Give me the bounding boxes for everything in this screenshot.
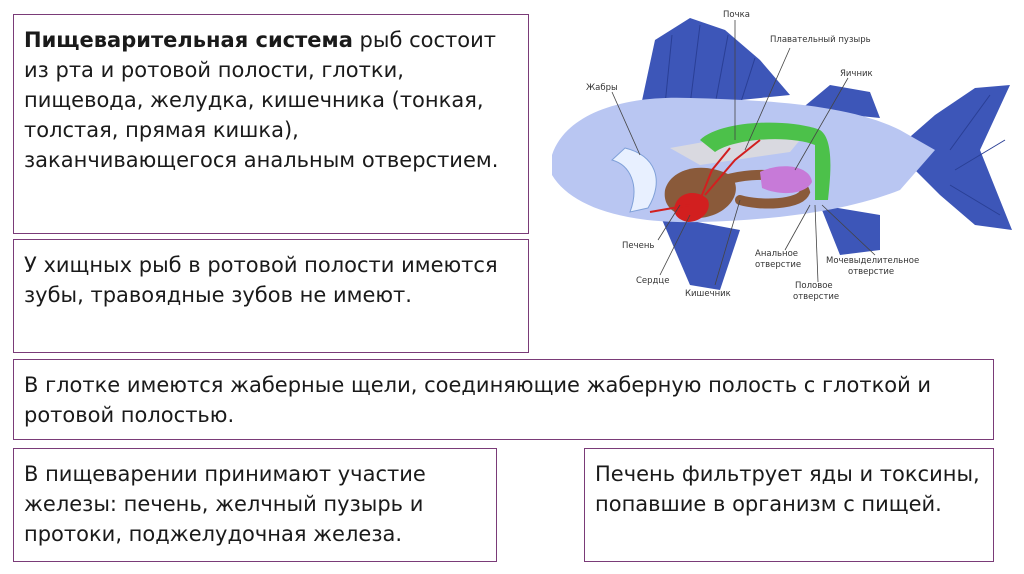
label-urinary-opening-1: Мочевыделительное bbox=[826, 256, 919, 266]
ovary-shape bbox=[760, 166, 812, 194]
label-urinary-opening-2: отверстие bbox=[848, 267, 894, 277]
label-kidney: Почка bbox=[723, 10, 750, 20]
liver-text: Печень фильтрует яды и токсины, попавшие… bbox=[595, 462, 980, 516]
liver-textbox: Печень фильтрует яды и токсины, попавшие… bbox=[584, 448, 994, 562]
pharynx-text: В глотке имеются жаберные щели, соединяю… bbox=[24, 373, 932, 427]
anal-fin bbox=[820, 205, 880, 255]
glands-text: В пищеварении принимают участие железы: … bbox=[24, 462, 426, 546]
label-anal-opening-1: Анальное bbox=[755, 249, 798, 259]
heart-shape bbox=[674, 193, 709, 222]
glands-textbox: В пищеварении принимают участие железы: … bbox=[13, 448, 497, 562]
tail-fin bbox=[895, 85, 1012, 230]
label-anal-opening-2: отверстие bbox=[755, 260, 801, 270]
pointer-lines bbox=[611, 20, 876, 286]
pelvic-fin bbox=[660, 215, 740, 290]
label-heart: Сердце bbox=[636, 276, 669, 286]
blood-vessels bbox=[649, 139, 761, 213]
predators-textbox: У хищных рыб в ротовой полости имеются з… bbox=[13, 239, 529, 353]
predators-text: У хищных рыб в ротовой полости имеются з… bbox=[24, 253, 498, 307]
digestive-system-term: Пищеварительная система bbox=[24, 28, 353, 52]
swim-bladder-shape bbox=[700, 122, 831, 200]
digestive-system-text: рыб состоит из рта и ротовой полости, гл… bbox=[24, 28, 499, 172]
fish-anatomy-diagram: Почка Плавательный пузырь Жабры Яичник П… bbox=[552, 10, 1012, 302]
label-genital-opening-1: Половое bbox=[795, 281, 833, 291]
label-swim-bladder: Плавательный пузырь bbox=[770, 35, 871, 45]
pharynx-textbox: В глотке имеются жаберные щели, соединяю… bbox=[13, 359, 994, 440]
label-ovary: Яичник bbox=[840, 69, 873, 79]
label-intestine: Кишечник bbox=[685, 289, 731, 299]
digestive-system-textbox: Пищеварительная система рыб состоит из р… bbox=[13, 14, 529, 234]
label-genital-opening-2: отверстие bbox=[793, 292, 839, 302]
gills-shape bbox=[611, 147, 657, 213]
intestine-shape bbox=[720, 169, 811, 209]
fin-rays bbox=[664, 24, 1006, 216]
kidney-shape bbox=[670, 132, 800, 165]
label-gills: Жабры bbox=[586, 83, 618, 93]
dorsal-fin-front bbox=[640, 18, 790, 110]
label-liver: Печень bbox=[622, 241, 654, 251]
